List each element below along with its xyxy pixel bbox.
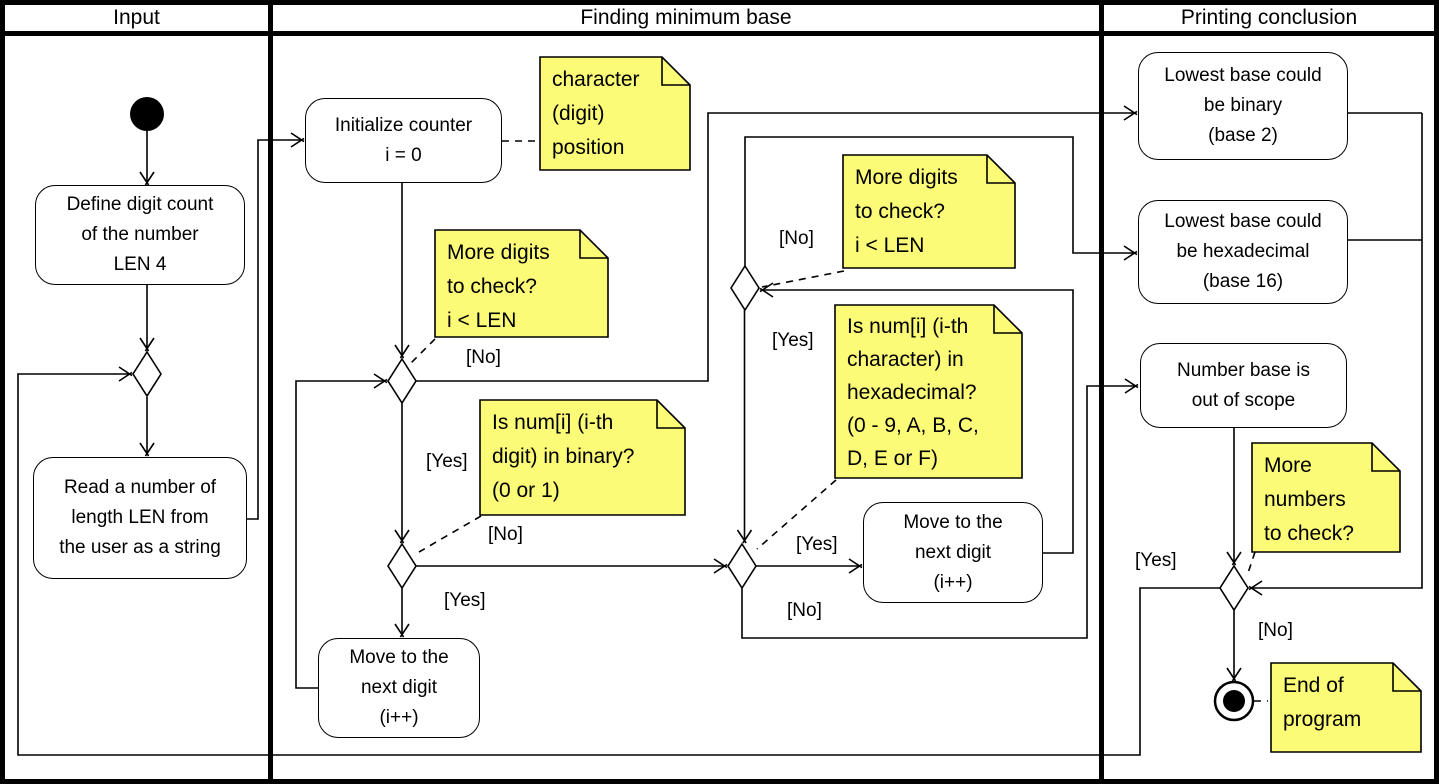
- edge-decision1-no-to-lowest-binary: [416, 105, 1138, 382]
- connector-isbinary-note: [418, 515, 482, 553]
- activity-read-number: Read a number of length LEN from the use…: [33, 457, 247, 579]
- edge-right-merge-to-final: [1248, 113, 1423, 596]
- note-more-digits-binary: More digits to check? i < LEN: [447, 241, 550, 332]
- edge-read-to-init: [247, 132, 305, 520]
- connector-ishex-note: [756, 479, 837, 550]
- edge-movenext-binary-loop: [295, 373, 388, 689]
- note-is-hex-shape: [834, 304, 1023, 479]
- decision-is-hex-diamond: [727, 542, 757, 590]
- note-end-program: End of program: [1283, 674, 1362, 731]
- edge-hexchar-no-to-outofscope: [741, 378, 1139, 639]
- note-more-digits-hex: More digits to check? i < LEN: [855, 166, 958, 257]
- note-more-numbers: More numbers to check?: [1264, 454, 1354, 545]
- activity-define-digit-count: Define digit count of the number LEN 4: [35, 185, 245, 285]
- activity-out-of-scope: Number base is out of scope: [1140, 343, 1347, 428]
- edge-hexmore-no-to-lowest-hex: [744, 136, 1138, 266]
- guard-final-yes: [Yes]: [1135, 550, 1177, 571]
- note-end-program-shape: [1270, 662, 1422, 753]
- guard-decision2-yes: [Yes]: [444, 590, 486, 611]
- decision-more-digits-hex-diamond: [730, 264, 760, 312]
- note-is-binary-fold: [656, 400, 685, 429]
- note-more-digits-binary-shape: [434, 229, 609, 338]
- activity-lowest-base-binary: Lowest base could be binary (base 2): [1138, 52, 1348, 160]
- note-is-hex-fold: [993, 305, 1022, 334]
- connector-moredigits-hex-note: [761, 270, 845, 288]
- start-node: [130, 97, 164, 131]
- decision-is-binary-diamond: [387, 542, 417, 590]
- note-more-numbers-fold: [1371, 443, 1400, 472]
- end-node: [1223, 690, 1245, 712]
- decision-more-numbers-diamond: [1219, 564, 1249, 612]
- note-end-program-fold: [1392, 663, 1421, 692]
- edge-final-yes-loop-to-input: [17, 366, 1220, 756]
- note-is-hex: Is num[i] (i-th character) in hexadecima…: [847, 315, 979, 470]
- guard-hexchar-yes: [Yes]: [796, 534, 838, 555]
- guard-hexmore-yes: [Yes]: [772, 330, 814, 351]
- note-more-digits-hex-fold: [986, 155, 1015, 184]
- note-more-digits-hex-shape: [842, 154, 1016, 269]
- guard-final-no: [No]: [1258, 620, 1293, 641]
- lane-title-printing-conclusion: Printing conclusion: [1180, 6, 1358, 29]
- note-char-position: character (digit) position: [552, 68, 640, 159]
- activity-move-next-digit-binary: Move to the next digit (i++): [318, 638, 480, 738]
- note-char-position-shape: [539, 56, 691, 171]
- note-more-numbers-shape: [1251, 442, 1401, 553]
- merge-diamond-input: [132, 350, 162, 398]
- lane-title-finding-minimum-base: Finding minimum base: [580, 6, 792, 29]
- note-char-position-fold: [661, 57, 690, 86]
- guard-hexmore-no: [No]: [779, 228, 814, 249]
- activity-initialize-counter: Initialize counter i = 0: [305, 98, 502, 183]
- connector-moredigits-binary-note: [407, 338, 436, 367]
- edge-movenext-hex-loop: [759, 282, 1074, 554]
- note-more-digits-binary-fold: [579, 230, 608, 259]
- guard-decision1-no: [No]: [466, 347, 501, 368]
- activity-move-next-digit-hex: Move to the next digit (i++): [863, 502, 1043, 603]
- guard-decision1-yes: [Yes]: [426, 451, 468, 472]
- guard-hexchar-no: [No]: [787, 600, 822, 621]
- activity-lowest-base-hex: Lowest base could be hexadecimal (base 1…: [1138, 200, 1348, 304]
- note-is-binary-shape: [479, 399, 686, 516]
- lane-title-input: Input: [113, 6, 160, 29]
- connector-morenumbers-note: [1246, 551, 1256, 577]
- guard-decision2-no: [No]: [488, 524, 523, 545]
- note-is-binary: Is num[i] (i-th digit) in binary? (0 or …: [492, 411, 635, 502]
- decision-more-digits-binary-diamond: [387, 357, 417, 405]
